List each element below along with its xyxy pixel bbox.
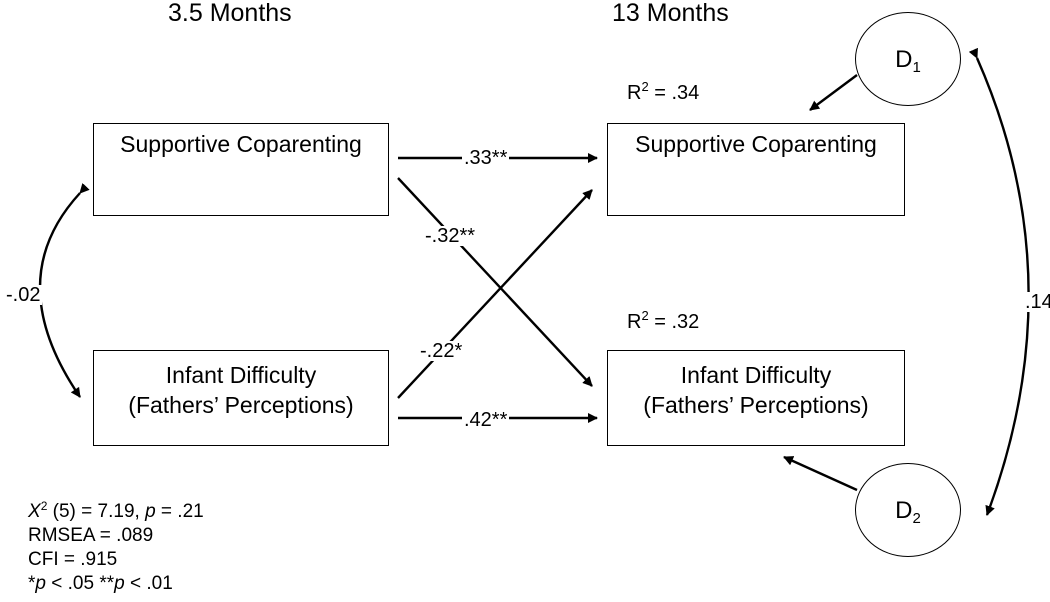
box-label: Infant Difficulty <box>680 362 832 388</box>
fit-significance-note: *p < .05 **p < .01 <box>28 573 173 594</box>
arrow-d1 <box>809 74 858 111</box>
disturbance-d1: D1 <box>855 12 961 106</box>
box-supportive-coparenting-13: Supportive Coparenting <box>607 123 905 216</box>
arrow-covariance-3-5 <box>38 182 90 398</box>
coef-stab-coparenting: .33** <box>462 147 510 169</box>
box-infant-difficulty-3-5: Infant Difficulty (Fathers’ Perceptions) <box>93 350 389 446</box>
coef-stab-difficulty: .42** <box>462 409 510 431</box>
box-label: Infant Difficulty <box>165 362 317 388</box>
fit-statistics: X2 (5) = 7.19, p = .21 RMSEA = .089 CFI … <box>28 500 204 596</box>
arrow-cross-coparenting-to-difficulty <box>397 177 593 387</box>
coef-cross-difficulty-to-coparenting: -.22* <box>418 340 465 362</box>
disturbance-d2: D2 <box>855 463 961 557</box>
coef-covariance-3-5: -.02 <box>4 284 43 306</box>
box-label: Supportive Coparenting <box>635 131 877 157</box>
r-squared-top: R2 = .34 <box>627 79 700 104</box>
box-sublabel: (Fathers’ Perceptions) <box>128 392 354 418</box>
arrow-covariance-disturbances <box>968 47 1030 516</box>
box-infant-difficulty-13: Infant Difficulty (Fathers’ Perceptions) <box>607 350 905 446</box>
fit-cfi: CFI = .915 <box>28 549 118 570</box>
header-13-months: 13 Months <box>612 0 729 27</box>
header-3-5-months: 3.5 Months <box>168 0 292 27</box>
fit-chi-square: X2 (5) = 7.19, p = .21 <box>28 499 204 522</box>
r-squared-bottom: R2 = .32 <box>627 308 700 333</box>
coef-covariance-disturbances: .14 <box>1023 292 1050 312</box>
arrow-d2 <box>783 455 858 492</box>
fit-rmsea: RMSEA = .089 <box>28 525 154 546</box>
coef-cross-coparenting-to-difficulty: -.32** <box>423 225 478 247</box>
box-label: Supportive Coparenting <box>120 131 362 157</box>
box-supportive-coparenting-3-5: Supportive Coparenting <box>93 123 389 216</box>
arrow-cross-difficulty-to-coparenting <box>397 189 593 399</box>
box-sublabel: (Fathers’ Perceptions) <box>643 392 869 418</box>
